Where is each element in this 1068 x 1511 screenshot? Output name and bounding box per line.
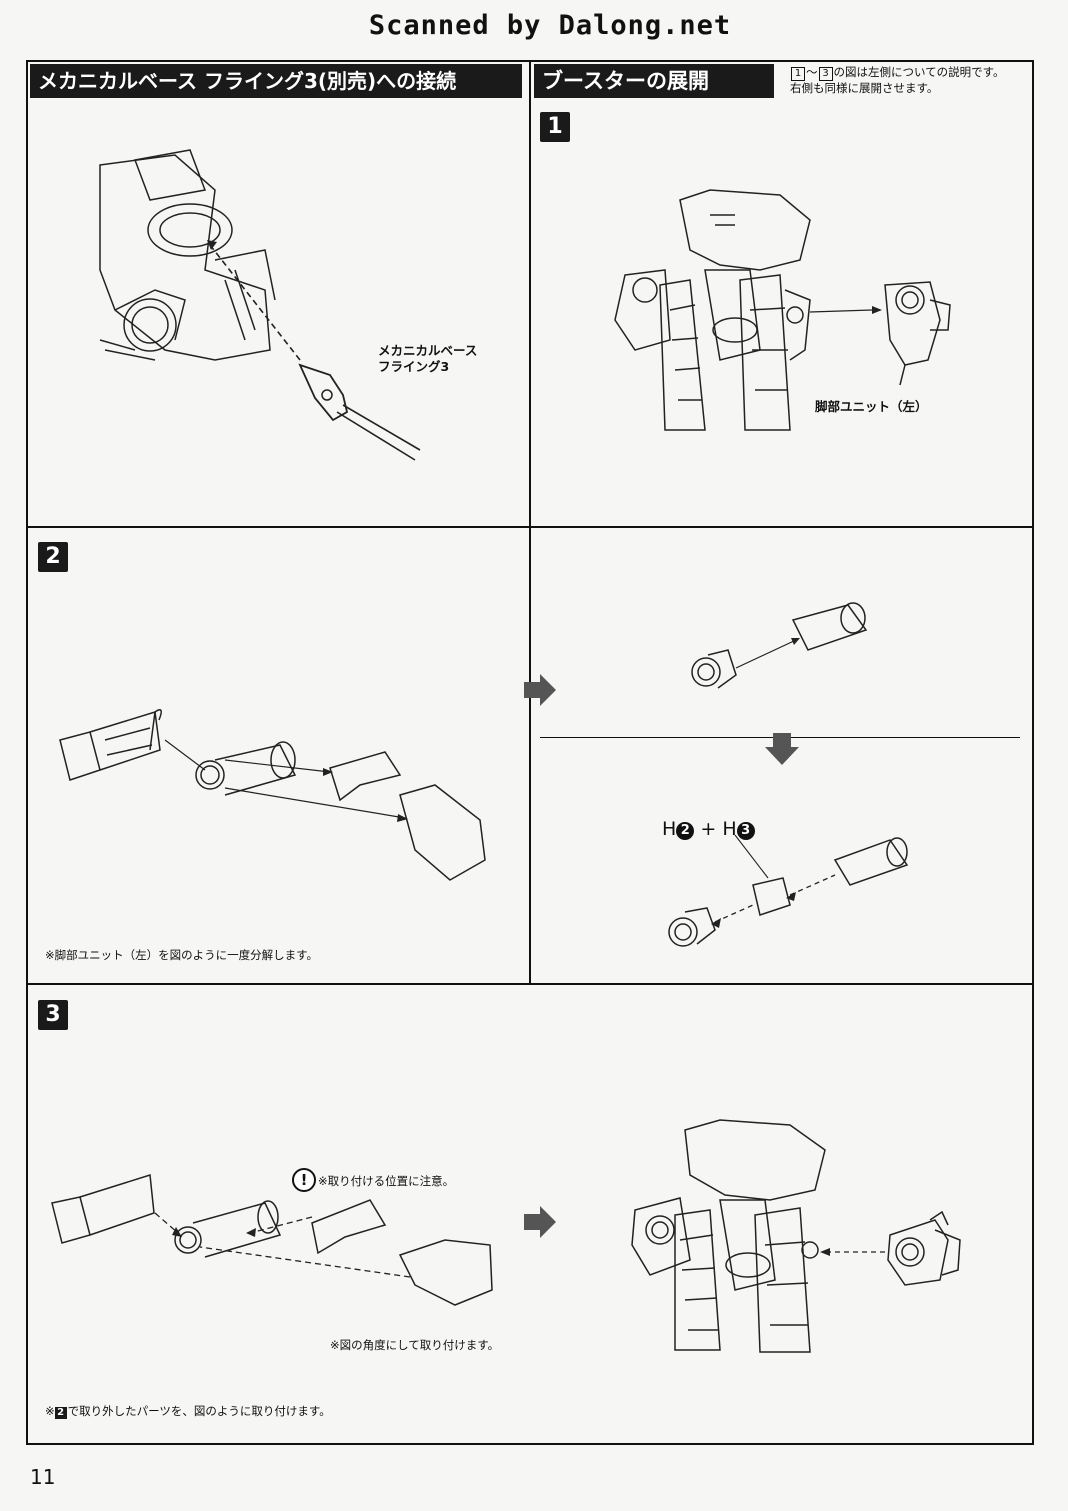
note-line1: の図は左側についての説明です。 <box>833 65 1005 79</box>
step-3-final-illustration <box>631 1119 961 1353</box>
bottom-note-prefix: ※ <box>45 1404 55 1418</box>
step-3-reassembly-illustration <box>51 1174 493 1306</box>
booster-section-title: ブースターの展開 <box>534 64 774 98</box>
next-arrow-icon <box>524 674 556 706</box>
divider-vertical-top <box>529 60 531 527</box>
h-code-a-num: 2 <box>676 822 695 840</box>
note-step-from: 1 <box>791 67 805 81</box>
h-code-b: H <box>722 818 737 840</box>
plus-sign: + <box>700 818 717 840</box>
step-1-illustration <box>614 189 951 431</box>
divider-vertical-mid <box>529 526 531 984</box>
h-code-a: H <box>662 818 677 840</box>
step-2-booster-assembly-illustration <box>691 602 868 689</box>
note-line2: 右側も同様に展開させます。 <box>790 81 939 95</box>
step-1-badge: 1 <box>540 112 570 142</box>
divider-row-2 <box>26 983 1034 985</box>
step-3-badge: 3 <box>38 1000 68 1030</box>
flying-base-connection-illustration <box>99 149 421 461</box>
page-number: 11 <box>30 1465 56 1489</box>
flying-base-label-2: フライング3 <box>378 359 450 374</box>
note-step-to: 3 <box>818 67 833 81</box>
down-arrow-icon <box>765 733 799 765</box>
step-2-h-parts-illustration <box>668 834 909 947</box>
step-2-disassembly-illustration <box>59 709 486 881</box>
next-arrow-icon-2 <box>524 1206 556 1238</box>
bottom-note-text: で取り外したパーツを、図のように取り付けます。 <box>67 1404 331 1418</box>
caution-icon: ! <box>292 1168 316 1192</box>
connect-section-title: メカニカルベース フライング3(別売)への接続 <box>30 64 522 98</box>
step-2-badge: 2 <box>38 542 68 572</box>
flying-base-label-1: メカニカルベース <box>378 343 478 358</box>
step-2-note: ※脚部ユニット（左）を図のように一度分解します。 <box>45 948 318 962</box>
bottom-note-step-badge: 2 <box>54 1407 67 1419</box>
step-3-position-warning: ※取り付ける位置に注意。 <box>318 1174 455 1188</box>
step-3-angle-note: ※図の角度にして取り付けます。 <box>330 1338 500 1352</box>
scanner-credit: Scanned by Dalong.net <box>368 10 732 41</box>
h-code-b-num: 3 <box>736 822 755 840</box>
leg-unit-left-label: 脚部ユニット（左） <box>815 399 928 414</box>
